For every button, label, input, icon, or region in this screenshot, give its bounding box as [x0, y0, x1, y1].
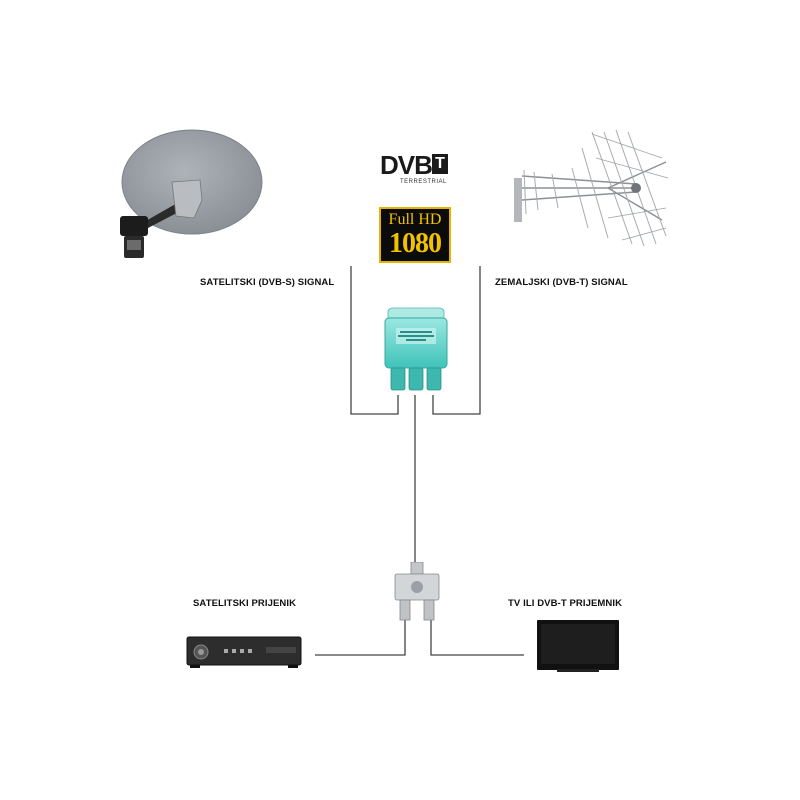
splitter-icon	[394, 562, 440, 621]
satellite-dish-icon	[120, 129, 263, 258]
satellite-receiver-icon	[186, 636, 302, 668]
wire-splitter-to-receiver	[315, 620, 406, 656]
tv-receiver-label: TV ILI DVB-T PRIJEMNIK	[508, 598, 623, 609]
satellite-receiver-label: SATELITSKI PRIJENIK	[193, 598, 297, 609]
full-hd-text: Full HD	[388, 211, 442, 228]
dvb-logo-subtitle: TERRESTRIAL	[400, 179, 447, 185]
satellite-signal-label: SATELITSKI (DVB-S) SIGNAL	[200, 277, 335, 288]
dvb-logo-text: DVB	[380, 150, 433, 180]
full-hd-logo: Full HD 1080	[379, 207, 451, 263]
hd-1080-text: 1080	[389, 228, 442, 259]
dvb-logo-t: T	[432, 154, 448, 174]
terrestrial-antenna-icon	[514, 129, 669, 247]
wire-antenna-to-diplexer	[432, 266, 481, 415]
diplexer-icon	[384, 307, 448, 391]
dvb-t-logo: DVB T TERRESTRIAL	[380, 152, 450, 190]
wire-splitter-to-tv	[430, 620, 524, 656]
terrestrial-signal-label: ZEMALJSKI (DVB-T) SIGNAL	[495, 277, 628, 288]
wire-satellite-to-diplexer	[350, 266, 399, 415]
tv-icon	[537, 620, 619, 672]
